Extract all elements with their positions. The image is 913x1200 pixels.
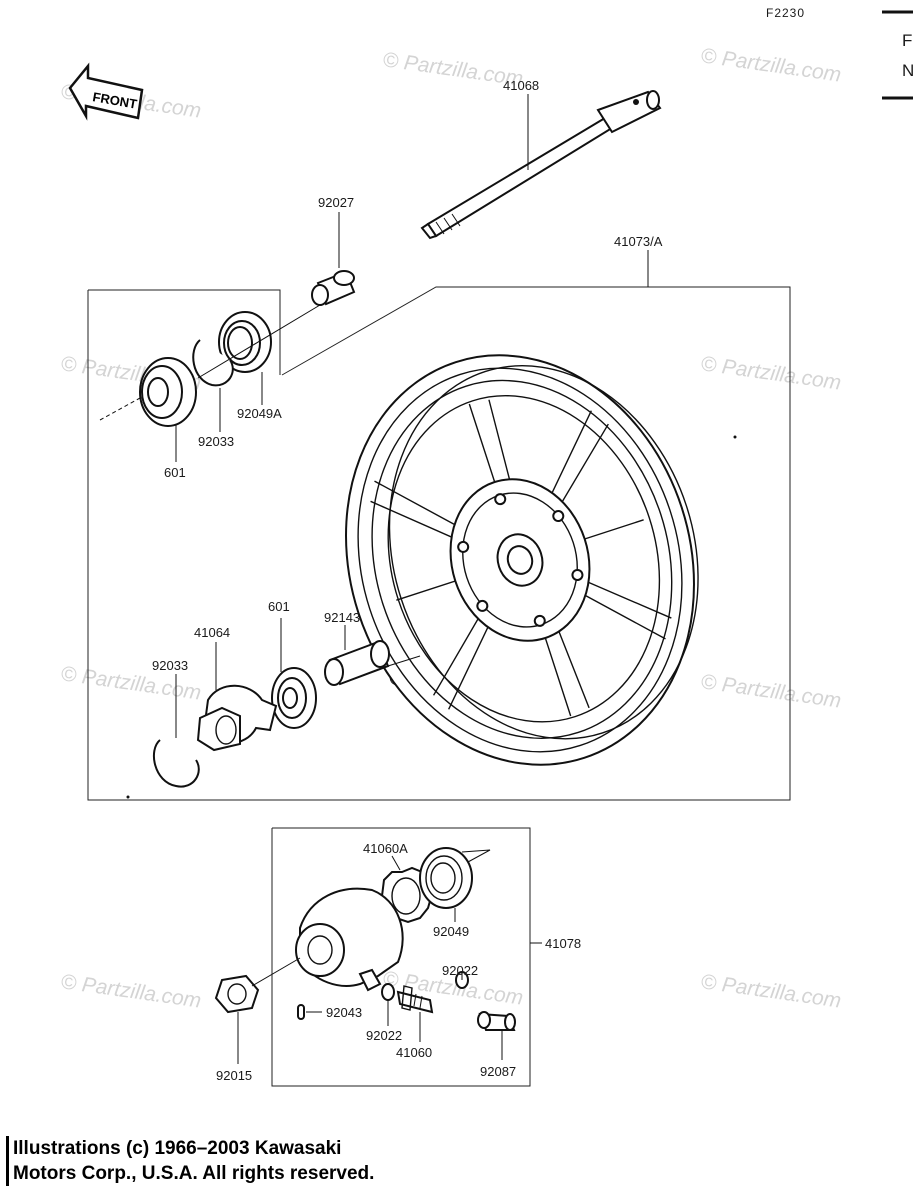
- gear-housing-outline: [271, 827, 531, 1087]
- edge-letter: F: [902, 31, 912, 50]
- part-label-drive-gear: 41060A: [363, 841, 408, 856]
- watermark: © Partzilla.com: [699, 970, 842, 1012]
- assembly-line: [251, 957, 301, 987]
- washer-left: [381, 983, 395, 1001]
- part-label-circlip-top: 92033: [198, 434, 234, 449]
- part-label-axle-nut: 92015: [216, 1068, 252, 1083]
- part-label-spacer: 92143: [324, 610, 360, 625]
- axle: [420, 90, 662, 240]
- part-label-bearing-top: 601: [164, 465, 186, 480]
- oil-seal-gear: [419, 847, 473, 909]
- watermark: © Partzilla.com: [699, 44, 842, 86]
- leader-line: [461, 849, 491, 863]
- circlip-top: [192, 339, 234, 387]
- part-label-washer-right: 92022: [442, 963, 478, 978]
- part-label-bearing-bottom: 601: [268, 599, 290, 614]
- diagram-code: F2230: [766, 6, 805, 20]
- part-label-gear-housing-assy: 41078: [545, 936, 581, 951]
- assembly-line: [197, 304, 321, 379]
- assembly-line: [387, 655, 421, 667]
- circlip-bottom: [152, 739, 200, 788]
- axle-nut: [214, 974, 260, 1014]
- spacer: [324, 640, 390, 686]
- coupling-plate: [196, 684, 278, 752]
- part-label-oil-seal-top: 92049A: [237, 406, 282, 421]
- wheel-group-outline: [87, 286, 791, 801]
- part-label-pin: 92043: [326, 1005, 362, 1020]
- part-label-oil-seal-gear: 92049: [433, 924, 469, 939]
- part-label-pinion: 41060: [396, 1045, 432, 1060]
- pinion: [396, 985, 434, 1014]
- front-arrow-icon: FRONT: [68, 62, 144, 121]
- bearing-bottom: [271, 667, 317, 729]
- watermark: © Partzilla.com: [59, 970, 202, 1012]
- edge-letter: N: [902, 61, 913, 80]
- speck: [733, 435, 737, 439]
- part-label-wheel: 41073/A: [614, 234, 663, 249]
- part-label-axle: 41068: [503, 78, 539, 93]
- watermark: © Partzilla.com: [699, 352, 842, 394]
- gear-housing: [295, 887, 404, 992]
- wheel: [345, 354, 699, 766]
- part-label-washer-left: 92022: [366, 1028, 402, 1043]
- copyright-line: Illustrations (c) 1966–2003 Kawasaki: [13, 1138, 342, 1159]
- collar: [311, 270, 356, 306]
- axis-line: [99, 397, 141, 421]
- speck: [126, 795, 130, 799]
- leader-line: [391, 855, 401, 871]
- part-label-circlip-bottom: 92033: [152, 658, 188, 673]
- watermark: © Partzilla.com: [699, 670, 842, 712]
- bearing-top: [139, 357, 197, 427]
- bushing: [477, 1011, 516, 1031]
- part-label-bushing: 92087: [480, 1064, 516, 1079]
- copyright-notice: Illustrations (c) 1966–2003 Kawasaki Mot…: [6, 1136, 533, 1186]
- oil-seal-top: [218, 311, 272, 373]
- part-label-coupling-plate: 41064: [194, 625, 230, 640]
- pin: [297, 1004, 305, 1020]
- bearing-group-outline: [88, 289, 281, 375]
- part-label-collar-top: 92027: [318, 195, 354, 210]
- copyright-line: Motors Corp., U.S.A. All rights reserved…: [13, 1163, 375, 1184]
